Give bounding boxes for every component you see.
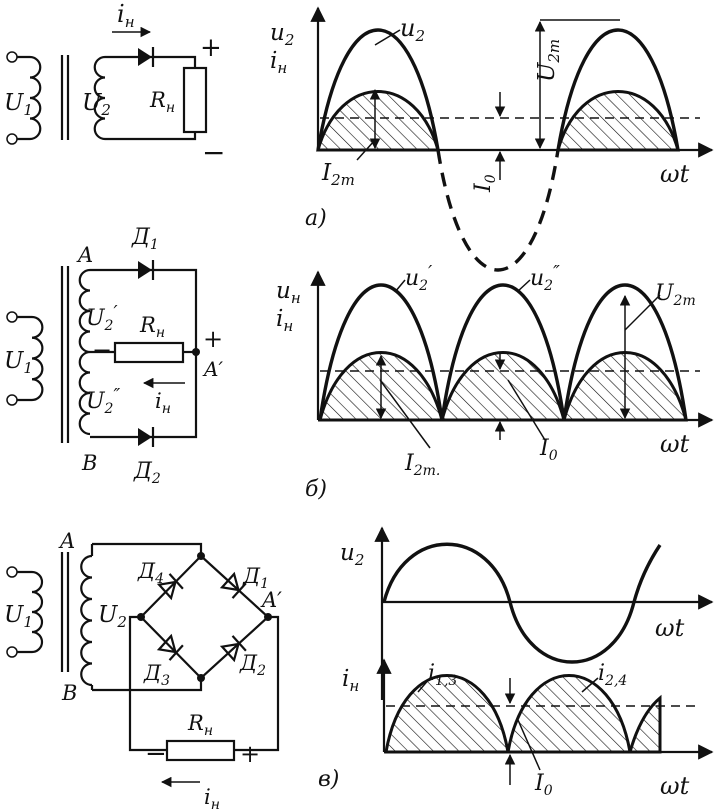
load-resistor [113, 341, 185, 364]
blocked-half-wave [436, 149, 560, 272]
label-wt: ωt [655, 614, 685, 642]
label-A-prime: A′ [260, 588, 282, 612]
label-A-prime: A′ [202, 357, 223, 381]
label-R: Rн [149, 88, 175, 116]
node [192, 348, 200, 356]
label-D2: Д2 [133, 459, 161, 487]
label-u2-curve: u2 [400, 14, 425, 45]
secondary-winding [93, 55, 106, 141]
label-D4: Д4 [137, 559, 164, 587]
label-wt: ωt [660, 772, 690, 800]
label-U2m: U2m [655, 281, 696, 309]
circuit-c: A B U1 U2 Д4 Д1 Д2 Д3 A′ Rн − + iн [4, 529, 282, 812]
label-A: A [58, 529, 75, 553]
graph-c-voltage: u2 ωt [340, 526, 714, 700]
label-I2m: I2m [321, 160, 355, 189]
current-hump [506, 674, 632, 754]
diode-1 [219, 571, 247, 599]
diode-4 [156, 573, 184, 601]
label-R: Rн [139, 313, 165, 341]
label-U2-prime: U2′ [86, 302, 118, 334]
diode-2 [138, 427, 155, 447]
label-i13: i1,3 [428, 661, 457, 689]
load-resistor [182, 66, 208, 134]
label-U2-dprime: U2″ [86, 385, 120, 417]
label-U1: U1 [4, 90, 33, 119]
label-wt: ωt [660, 430, 690, 458]
voltage-curve [318, 283, 444, 421]
caption-a: а) [305, 206, 327, 231]
label-D1: Д1 [131, 225, 159, 253]
diode-1 [138, 260, 155, 280]
label-U2: U2 [98, 602, 127, 631]
secondary-winding [80, 554, 93, 687]
diode [138, 47, 155, 67]
minus-sign: − [202, 136, 225, 169]
axis-label-i: iн [342, 666, 359, 695]
label-i: iн [117, 0, 135, 31]
voltage-curve [440, 283, 566, 421]
plus-sign: + [240, 740, 260, 768]
terminal [6, 566, 18, 578]
caption-b: б) [305, 477, 327, 502]
label-I0: I0 [539, 436, 558, 464]
label-i24: i2,4 [598, 661, 627, 689]
label-U1: U1 [4, 348, 33, 377]
circuit-a: iн U1 U2 Rн + − [4, 0, 225, 169]
circuit-b: A B Д1 Д2 U1 U2′ U2″ Rн iн − + A′ [4, 225, 223, 487]
current-hump [384, 674, 510, 754]
primary-winding [29, 55, 42, 141]
label-U2m: U2m [534, 39, 563, 82]
label-A: A [76, 243, 93, 267]
current-hump [440, 351, 566, 422]
graph-a: u2 iн I2m I0 U2m u2 ωt а) [270, 6, 714, 272]
diode-3 [156, 633, 184, 661]
label-I2m: I2m. [404, 451, 440, 479]
terminal [6, 51, 18, 63]
load-resistor [165, 739, 236, 762]
caption-c: в) [318, 767, 339, 792]
voltage-sine [382, 542, 662, 664]
minus-sign: − [92, 336, 112, 364]
minus-sign: − [145, 739, 167, 769]
label-i: iн [204, 785, 220, 812]
label-I0: I0 [471, 174, 499, 193]
label-U1: U1 [4, 602, 33, 631]
graph-c-current: I0 i1,3 i2,4 iн ωt в) [318, 658, 714, 800]
axis-label-i: iн [276, 306, 293, 335]
label-u2-dprime: u2″ [530, 262, 560, 294]
voltage-curve [556, 28, 680, 151]
label-R: Rн [187, 711, 213, 739]
voltage-curve [562, 283, 688, 421]
current-hump-partial [628, 694, 662, 754]
label-D1: Д1 [242, 564, 269, 592]
graph-b: uн iн I2m. I0 U2m u2′ u2″ ωt б) [276, 262, 714, 502]
label-D3: Д3 [143, 661, 170, 689]
axis-label-i: iн [270, 48, 287, 77]
diode-2 [219, 635, 247, 663]
terminal [6, 646, 18, 658]
label-B: B [61, 681, 77, 705]
plus-sign: + [200, 33, 222, 63]
label-D2: Д2 [239, 651, 266, 679]
terminal [6, 311, 18, 323]
terminal [6, 394, 18, 406]
axis-label-u: u2 [340, 540, 364, 569]
label-U2: U2 [82, 90, 111, 119]
primary-winding [31, 315, 44, 402]
plus-sign: + [203, 325, 223, 353]
label-i: iн [155, 389, 171, 417]
primary-winding [31, 570, 44, 654]
current-hump [316, 90, 440, 152]
axis-label-u: u2 [270, 20, 294, 49]
label-u2-prime: u2′ [405, 262, 432, 294]
current-hump [556, 90, 680, 152]
label-B: B [81, 451, 97, 475]
label-wt: ωt [660, 160, 690, 188]
label-I0: I0 [534, 771, 553, 799]
axis-label-u: uн [276, 278, 301, 307]
voltage-curve [316, 28, 440, 151]
terminal [6, 133, 18, 145]
